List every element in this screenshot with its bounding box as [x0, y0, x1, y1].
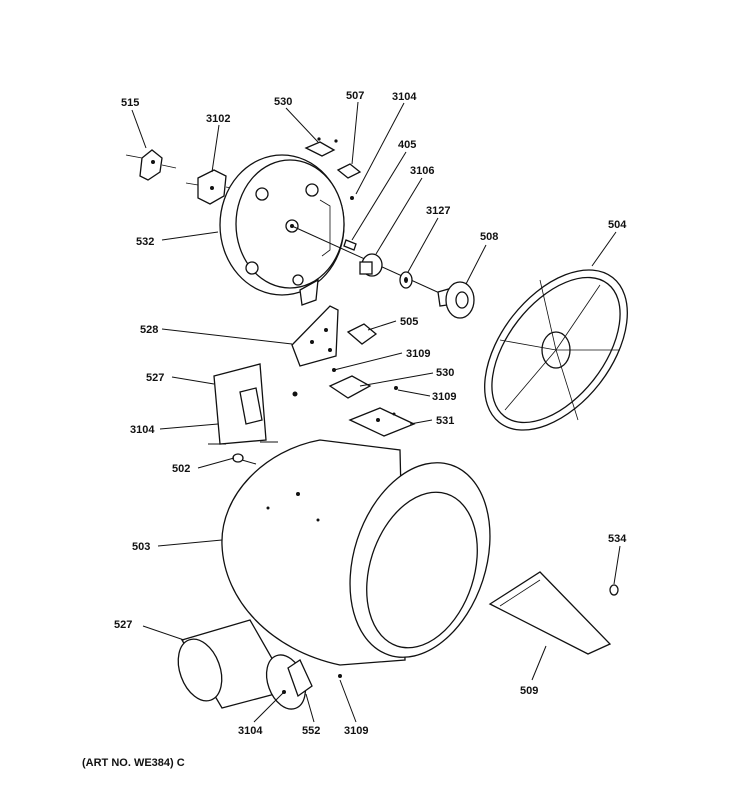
- part-3102-block: [185, 169, 237, 205]
- part-509-lint-filter: [488, 571, 612, 655]
- callout-515: 515: [121, 97, 139, 109]
- part-527-motor: [177, 619, 342, 710]
- part-530-top-plate: [304, 137, 338, 157]
- callout-505: 505: [400, 316, 418, 328]
- part-532-rear-bulkhead: [219, 154, 345, 306]
- callout-3104-bottom: 3104: [238, 725, 263, 737]
- art-number: (ART NO. WE384) C: [82, 757, 185, 769]
- callout-532: 532: [136, 236, 154, 248]
- callout-503: 503: [132, 541, 150, 553]
- part-503-drum: [221, 439, 491, 666]
- part-515-bracket: [125, 149, 177, 181]
- callout-530-mid: 530: [436, 367, 454, 379]
- part-504-drum-rear-disc: [484, 269, 628, 431]
- leader-lines: [131, 101, 621, 723]
- callout-507: 507: [346, 90, 364, 102]
- part-527-motor-bracket: [208, 363, 298, 445]
- callout-530-top: 530: [274, 96, 292, 108]
- callout-509: 509: [520, 685, 538, 697]
- callout-labels: 515 3102 530 507 3104 405 3106 3127 508 …: [82, 90, 627, 769]
- callout-3109-right: 3109: [432, 391, 456, 403]
- part-534-screw: [609, 584, 619, 596]
- part-3106-bearing: [359, 253, 383, 277]
- callout-531: 531: [436, 415, 454, 427]
- callout-3109-bottom: 3109: [344, 725, 368, 737]
- callout-405: 405: [398, 139, 416, 151]
- callout-508: 508: [480, 231, 498, 243]
- callout-3104-left: 3104: [130, 424, 155, 436]
- callout-3127: 3127: [426, 205, 450, 217]
- part-3127-washer: [399, 271, 413, 289]
- part-502-screw: [232, 453, 257, 465]
- part-505-gasket: [346, 323, 378, 345]
- part-507-sensor: [336, 163, 362, 200]
- part-528-bracket: [291, 305, 339, 367]
- part-531-plate: [348, 407, 416, 437]
- callout-502: 502: [172, 463, 190, 475]
- part-530-thermostat: [328, 368, 398, 399]
- callout-534: 534: [608, 533, 627, 545]
- callout-527-upper: 527: [146, 372, 164, 384]
- callout-3106: 3106: [410, 165, 434, 177]
- callout-552: 552: [302, 725, 320, 737]
- callout-3104-top: 3104: [392, 91, 417, 103]
- callout-3109-mid: 3109: [406, 348, 430, 360]
- callout-3102: 3102: [206, 113, 230, 125]
- callout-504: 504: [608, 219, 627, 231]
- callout-527-lower: 527: [114, 619, 132, 631]
- callout-528: 528: [140, 324, 158, 336]
- part-508-hub: [437, 281, 475, 319]
